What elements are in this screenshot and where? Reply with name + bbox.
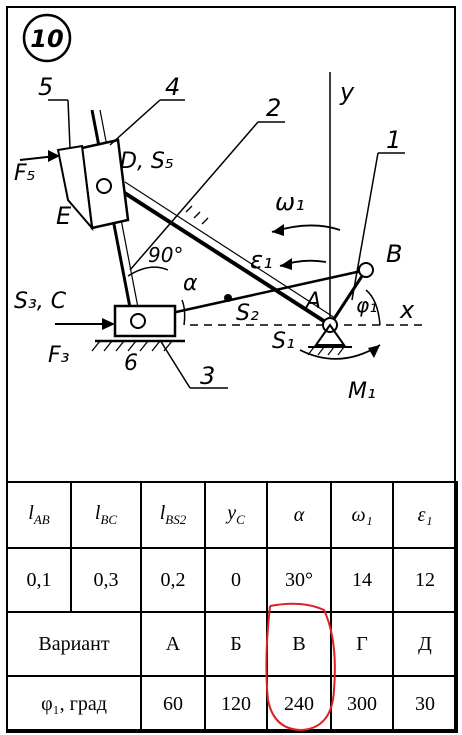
header-epsilon-1: ε₁ [392,481,458,549]
value-y-c: 0 [204,547,268,613]
label-b: B [386,240,402,268]
table-values-row: 0,1 0,3 0,2 0 30° 14 12 [6,547,458,613]
label-link-3: 3 [200,362,215,390]
phi-arc [365,289,381,326]
leader-3-diag [159,339,191,389]
value-l-ab: 0,1 [6,547,72,613]
label-link-2: 2 [266,94,281,122]
label-epsilon-1: ε₁ [250,246,273,274]
link-2-rod [118,188,332,327]
joint-c [130,313,146,329]
header-l-bc: lBC [70,481,142,549]
label-slider-6: 6 [124,351,138,376]
label-omega-1: ω₁ [275,188,305,216]
leader-2-diag [129,121,259,271]
center-s2 [224,294,232,302]
ground-support-a [314,323,346,346]
label-alpha: α [183,271,198,296]
table-phi-row: φ₁, град 60 120 240 300 30 [6,675,458,733]
block-5 [56,144,94,232]
joint-b [358,262,374,278]
label-s3-c: S₃, C [14,289,67,314]
leader-5-diag [67,99,71,149]
label-a: A [304,289,321,314]
joint-d [96,178,112,194]
omega-arrowhead [272,224,284,236]
phi-value-v: 240 [266,675,332,733]
label-90: 90° [148,243,183,267]
phi-value-b: 120 [204,675,268,733]
guide-hatching-c [91,340,173,352]
value-l-bs2: 0,2 [140,547,206,613]
header-y-c: yC [204,481,268,549]
link-2-rod-edge [124,181,336,319]
table-header-row: lAB lBC lBS2 yC α ω₁ ε₁ [6,481,458,549]
support-hatching [185,205,209,225]
x-axis-label: x [399,296,415,324]
label-link-4: 4 [165,73,180,101]
leader-1-diag [351,152,379,301]
force-f3-arrowhead [102,318,115,330]
label-s2: S₂ [236,301,259,326]
header-alpha: α [266,481,332,549]
label-link-1: 1 [386,126,401,154]
label-link-5: 5 [38,73,53,101]
link-2-bc [139,268,367,322]
label-s1: S₁ [272,329,295,354]
value-l-bc: 0,3 [70,547,142,613]
label-f5: F₅ [14,161,35,186]
variant-g: Г [330,611,394,677]
problem-number-circle [22,13,72,63]
right-angle-arc [127,266,169,277]
ground-hatching-a [307,346,345,356]
crank-ab [328,269,368,326]
table-variant-row: Вариант А Б В Г Д [6,611,458,677]
label-f3: F₃ [48,343,70,368]
label-d-s5: D, S₅ [120,149,174,174]
value-omega-1: 14 [330,547,394,613]
phi-label: φ₁, град [6,675,142,733]
moment-arrowhead [368,345,380,358]
label-e: E [56,202,72,230]
variant-v: В [266,611,332,677]
value-alpha: 30° [266,547,332,613]
header-l-bs2: lBS2 [140,481,206,549]
problem-number: 10 [30,25,63,53]
variant-b: Б [204,611,268,677]
variant-label: Вариант [6,611,142,677]
epsilon-arrowhead [280,258,292,270]
parameters-table: lAB lBC lBS2 yC α ω₁ ε₁ 0,1 0,3 0,2 0 30… [6,481,458,733]
variant-a: А [140,611,206,677]
variant-d: Д [392,611,458,677]
header-omega-1: ω₁ [330,481,394,549]
phi-value-g: 300 [330,675,394,733]
alpha-arc [181,299,186,326]
phi-value-d: 30 [392,675,458,733]
header-l-ab: lAB [6,481,72,549]
mechanism-diagram: 10 y x [14,13,428,404]
phi-value-a: 60 [140,675,206,733]
value-epsilon-1: 12 [392,547,458,613]
y-axis-label: y [339,78,355,106]
label-phi-1: φ₁ [356,293,377,317]
force-f5-arrowhead [48,150,60,162]
leader-4-diag [109,99,161,146]
label-moment-1: M₁ [348,379,376,404]
